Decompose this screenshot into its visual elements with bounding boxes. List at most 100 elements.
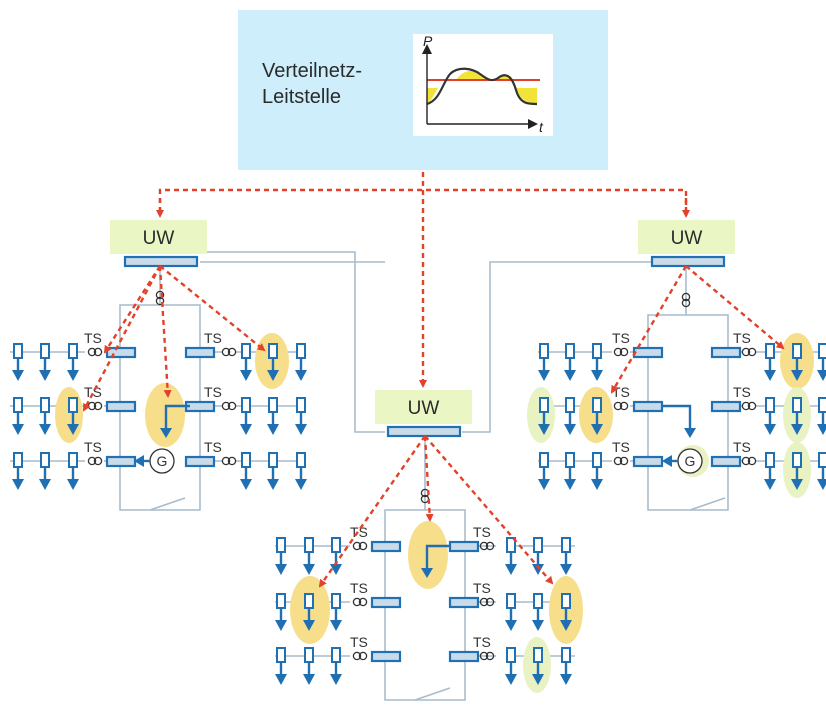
transformer-coil-icon: [227, 456, 237, 466]
consumer-arrow-icon: [791, 479, 803, 490]
control-command-arrow: [159, 265, 266, 352]
feed-in-line: [662, 404, 692, 428]
consumer-arrow-icon: [505, 674, 517, 685]
consumer-load: [275, 537, 287, 575]
consumer-meter-icon: [268, 452, 278, 468]
transformer-coil-icon: [358, 651, 368, 661]
consumer-arrow-icon: [303, 674, 315, 685]
load-curve: [426, 67, 538, 106]
consumer-load: [791, 452, 803, 490]
consumer-meter-icon: [561, 593, 571, 609]
transformer-station-label: TS: [733, 384, 751, 400]
grid-lines: [10, 251, 826, 701]
consumer-meter-icon: [592, 343, 602, 359]
transformer-symbol: [741, 347, 757, 357]
consumer-meter-icon: [539, 343, 549, 359]
transformer-coil-icon: [747, 456, 757, 466]
substation-box: [110, 220, 207, 254]
transformer-symbol: [613, 456, 629, 466]
consumer-load: [330, 593, 342, 631]
consumer-arrow-icon: [591, 479, 603, 490]
transformer-symbol: [479, 541, 495, 551]
consumer-meter-icon: [241, 397, 251, 413]
consumer-load: [505, 647, 517, 685]
consumer-load: [240, 343, 252, 381]
transformer-coil-icon: [613, 456, 623, 466]
transformer-coil-icon: [155, 290, 165, 300]
consumer-load: [303, 537, 315, 575]
surplus-area: [456, 70, 489, 80]
consumer-arrow-icon: [591, 370, 603, 381]
transformer-symbol: [221, 456, 237, 466]
highlight-ellipse: [527, 387, 555, 443]
transformer-coil-icon: [613, 347, 623, 357]
consumer-load: [505, 537, 517, 575]
transformer-station-label: TS: [733, 330, 751, 346]
transformer-coil-icon: [681, 298, 691, 308]
busbar: [105, 400, 137, 413]
control-command-arrow: [82, 265, 162, 412]
consumer-meter-icon: [818, 343, 826, 359]
transformer-station-label: TS: [84, 330, 102, 346]
consumer-load: [39, 343, 51, 381]
substation-box: [375, 390, 472, 424]
busbar: [370, 650, 402, 663]
transformer-station-label: TS: [204, 330, 222, 346]
consumer-arrow-icon: [39, 424, 51, 435]
consumer-load: [303, 593, 315, 631]
consumer-meter-icon: [241, 452, 251, 468]
consumer-arrow-icon: [240, 479, 252, 490]
consumer-load: [817, 452, 826, 490]
consumer-meter-icon: [304, 593, 314, 609]
transformer-station-label: TS: [473, 634, 491, 650]
transformer-coil-icon: [613, 401, 623, 411]
consumer-arrow-icon: [764, 479, 776, 490]
consumer-arrow-icon: [560, 620, 572, 631]
transformer-symbol: [352, 597, 368, 607]
generator-label: G: [685, 453, 696, 469]
consumer-arrow-icon: [240, 370, 252, 381]
consumer-load: [560, 537, 572, 575]
consumer-meter-icon: [765, 397, 775, 413]
consumer-meter-icon: [818, 397, 826, 413]
feed-in-arrow-icon: [662, 455, 672, 467]
substation-label: UW: [671, 228, 703, 249]
busbar: [184, 346, 216, 359]
consumer-arrow-icon: [275, 674, 287, 685]
consumer-load: [267, 397, 279, 435]
transformer-station-label: TS: [350, 524, 368, 540]
transformer-coil-icon: [741, 401, 751, 411]
consumer-meter-icon: [304, 537, 314, 553]
consumer-load: [817, 397, 826, 435]
transformer-symbol: [221, 347, 237, 357]
consumer-arrow-icon: [560, 564, 572, 575]
consumer-load: [12, 397, 24, 435]
transformer-coil-icon: [221, 401, 231, 411]
busbar: [632, 346, 664, 359]
transformer-symbol: [681, 292, 691, 308]
consumer-load: [275, 593, 287, 631]
consumer-load: [295, 397, 307, 435]
transformer-coil-icon: [93, 456, 103, 466]
consumer-meter-icon: [506, 593, 516, 609]
highlight-ellipse: [55, 387, 83, 443]
consumer-meter-icon: [40, 397, 50, 413]
consumer-load: [295, 452, 307, 490]
consumer-arrow-icon: [817, 479, 826, 490]
consumer-arrow-icon: [267, 479, 279, 490]
busbar: [710, 455, 742, 468]
busbar: [448, 596, 480, 609]
transformer-symbol: [352, 651, 368, 661]
substation-box: [638, 220, 735, 254]
consumer-meter-icon: [268, 343, 278, 359]
consumer-load: [303, 647, 315, 685]
consumer-load: [532, 593, 544, 631]
transformer-coil-icon: [358, 597, 368, 607]
open-switch: [149, 497, 186, 511]
consumer-arrow-icon: [39, 370, 51, 381]
consumer-load: [12, 343, 24, 381]
consumer-load: [538, 452, 550, 490]
transformer-coil-icon: [87, 456, 97, 466]
consumer-arrow-icon: [564, 424, 576, 435]
consumer-arrow-icon: [505, 620, 517, 631]
